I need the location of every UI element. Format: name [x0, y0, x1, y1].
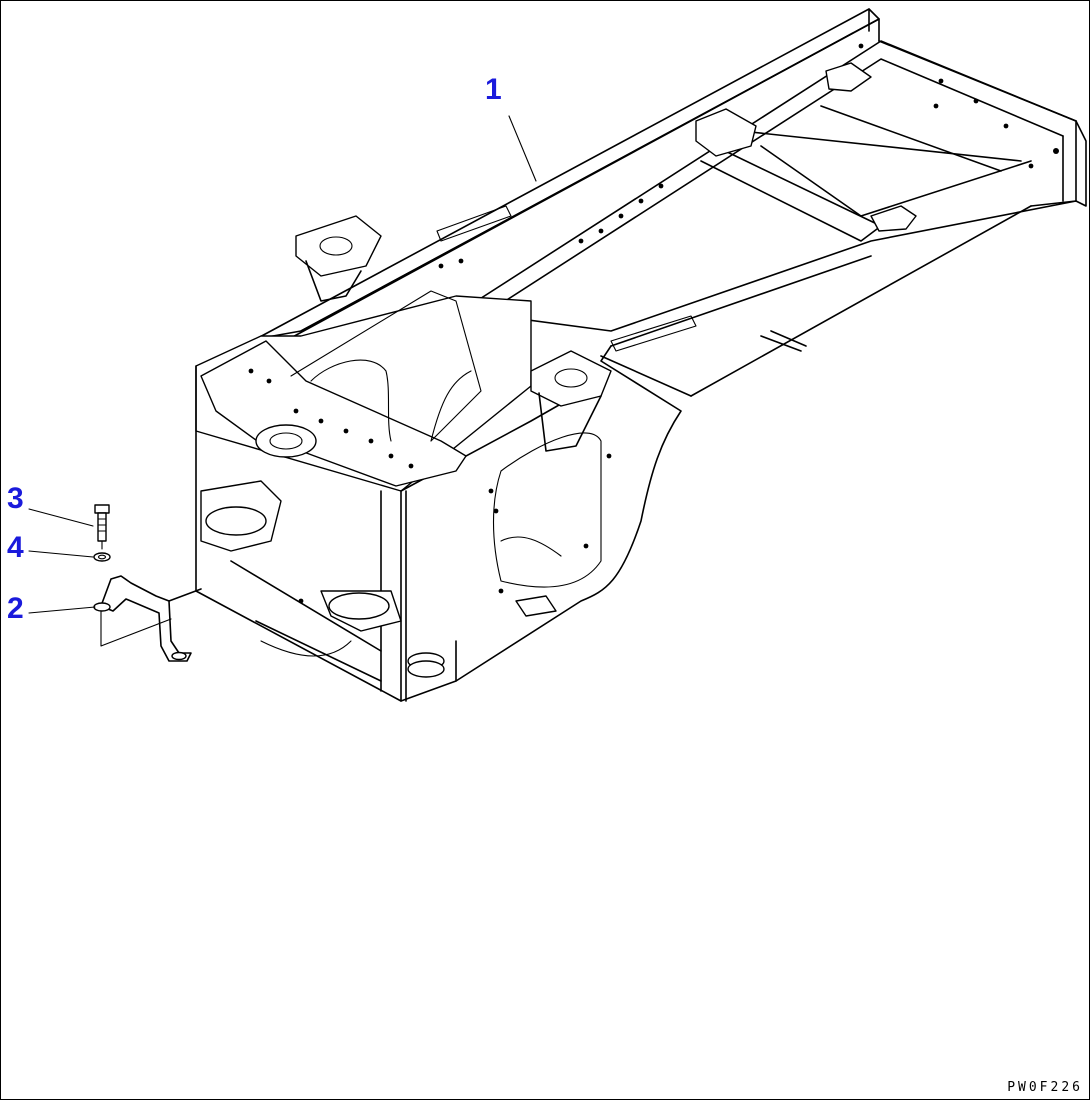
callout-4: 4 — [7, 531, 24, 564]
washer-part-4 — [93, 552, 111, 562]
frame-holes — [248, 43, 1059, 604]
main-frame-part-1 — [195, 8, 1087, 702]
leader-lines — [28, 115, 537, 614]
bracket-part-2 — [93, 575, 202, 662]
callout-1: 1 — [485, 73, 502, 106]
drawing-code: PW0F226 — [1007, 1080, 1083, 1095]
bolt-part-3 — [94, 504, 110, 550]
callout-2: 2 — [7, 592, 24, 625]
callout-3: 3 — [7, 482, 24, 515]
